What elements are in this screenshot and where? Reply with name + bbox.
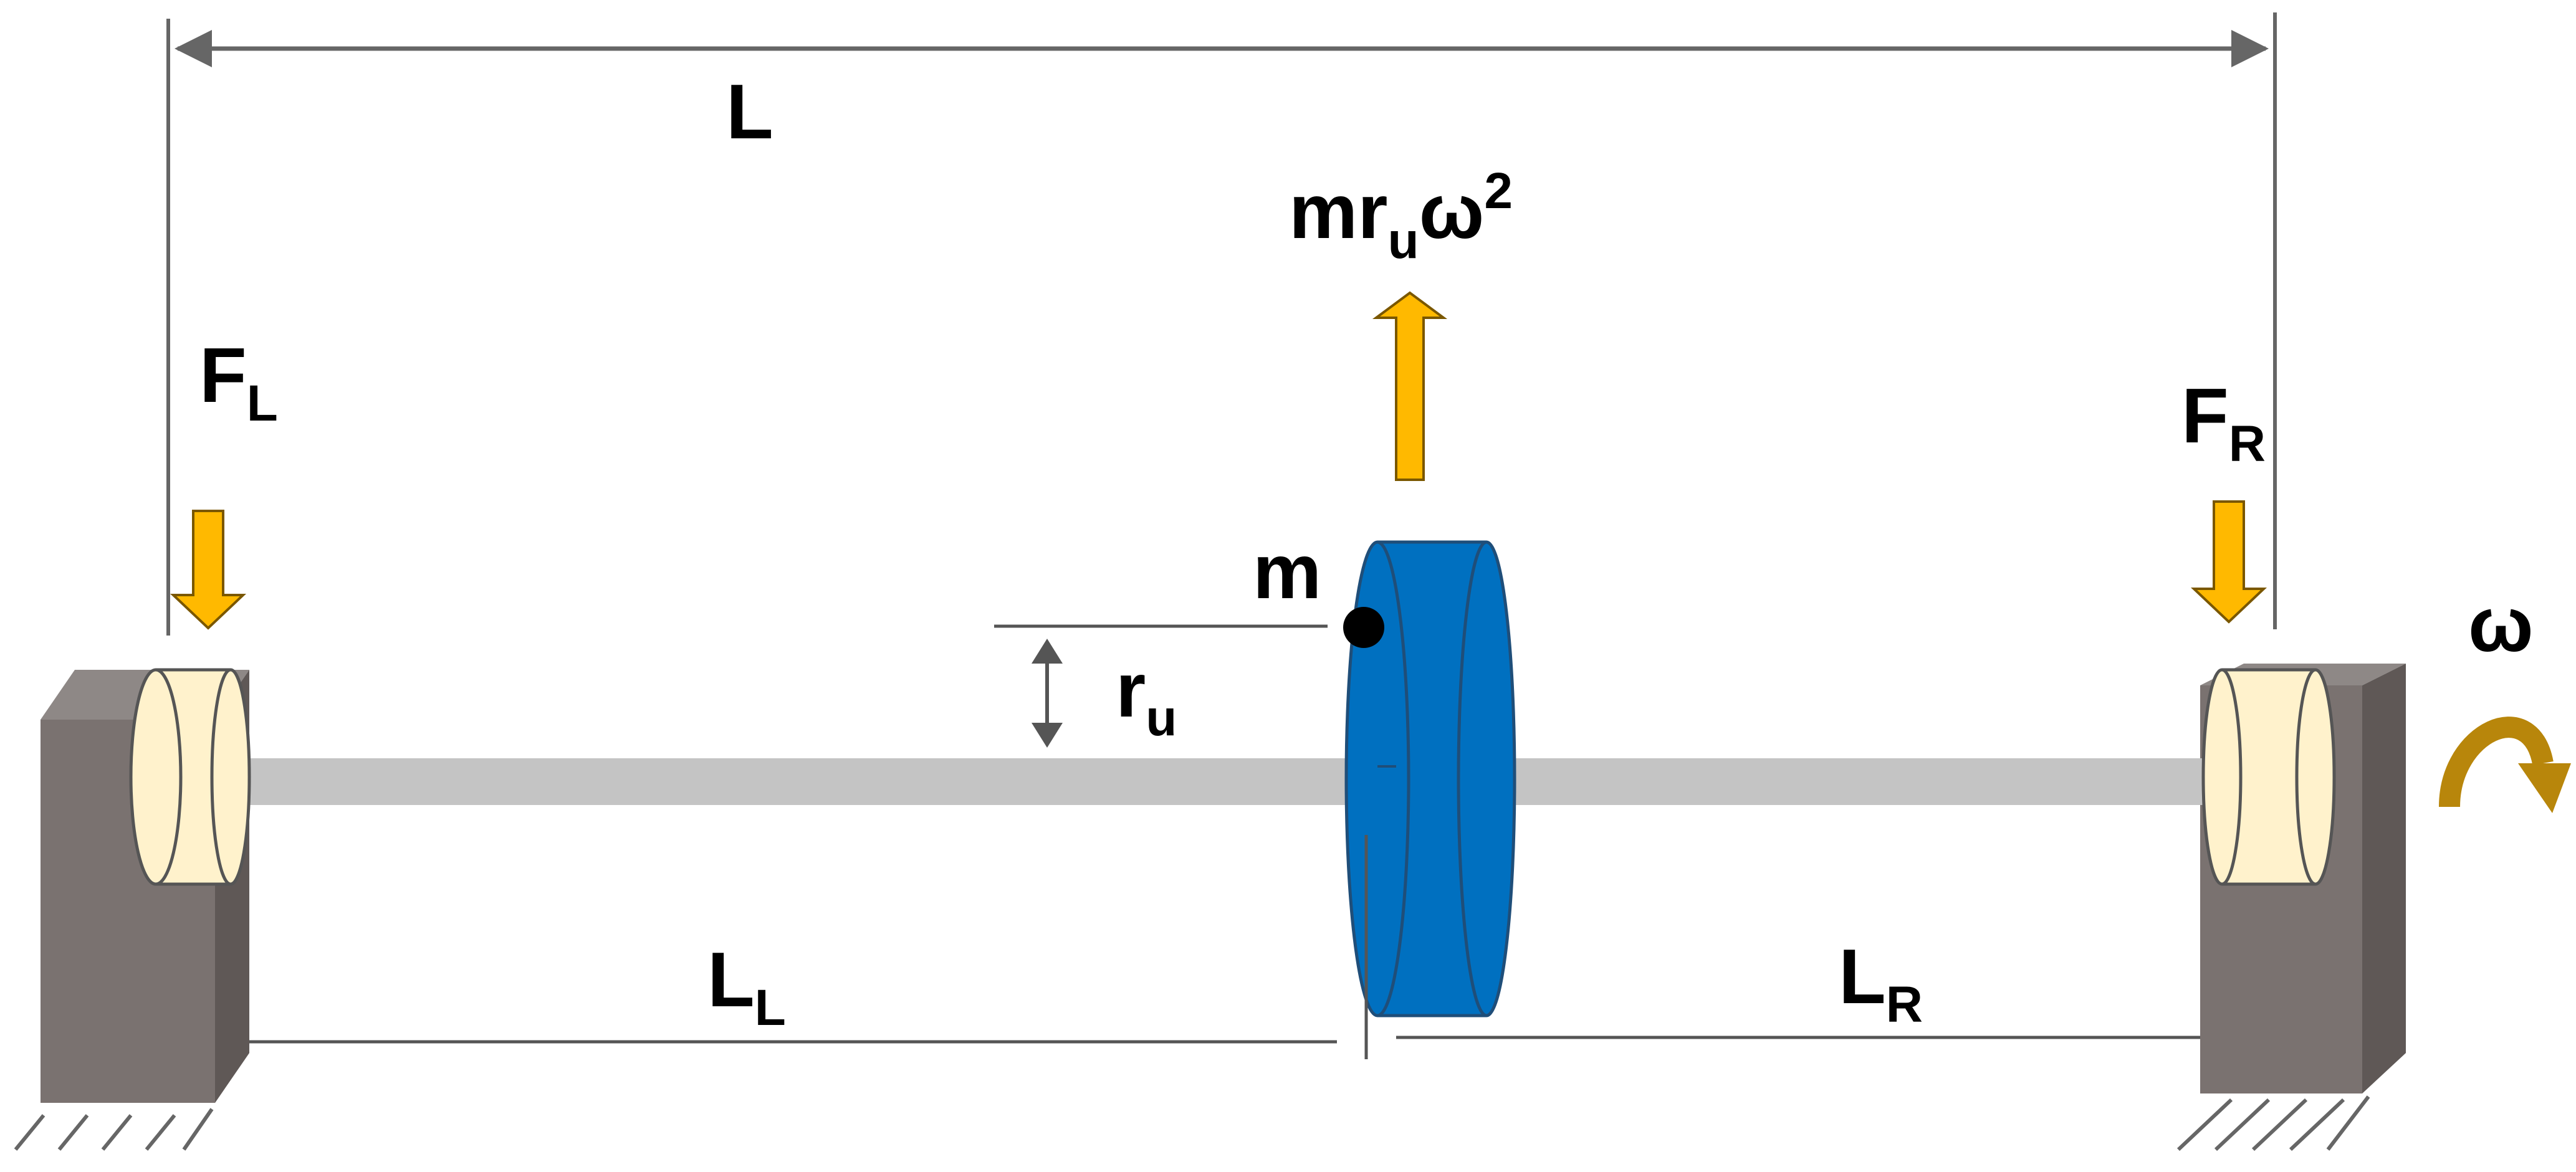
rotor-disc bbox=[1344, 540, 1516, 1017]
right-force-label: FR bbox=[2181, 373, 2266, 472]
right-bearing bbox=[2201, 668, 2336, 886]
angular-velocity-label: ω bbox=[2468, 582, 2534, 668]
centrifugal-force-label: mruω2 bbox=[1289, 163, 1513, 269]
length-right-label: LR bbox=[1839, 934, 1923, 1033]
left-force-arrow bbox=[170, 510, 247, 630]
left-force-label: FL bbox=[199, 333, 278, 432]
shaft bbox=[206, 758, 2247, 805]
right-force-arrow bbox=[2190, 500, 2267, 624]
overall-length-dimension bbox=[166, 12, 2277, 636]
left-bearing bbox=[129, 668, 251, 886]
segment-length-lines bbox=[249, 835, 2200, 1059]
rotation-arrow-icon bbox=[2439, 717, 2571, 813]
unbalance-mass-point bbox=[1343, 607, 1384, 648]
mass-label: m bbox=[1253, 529, 1321, 615]
radius-indicator bbox=[994, 624, 1328, 748]
centrifugal-force-arrow bbox=[1372, 291, 1448, 481]
length-left-label: LL bbox=[707, 937, 786, 1036]
length-total-label: L bbox=[726, 69, 773, 155]
radius-label: ru bbox=[1116, 647, 1177, 746]
